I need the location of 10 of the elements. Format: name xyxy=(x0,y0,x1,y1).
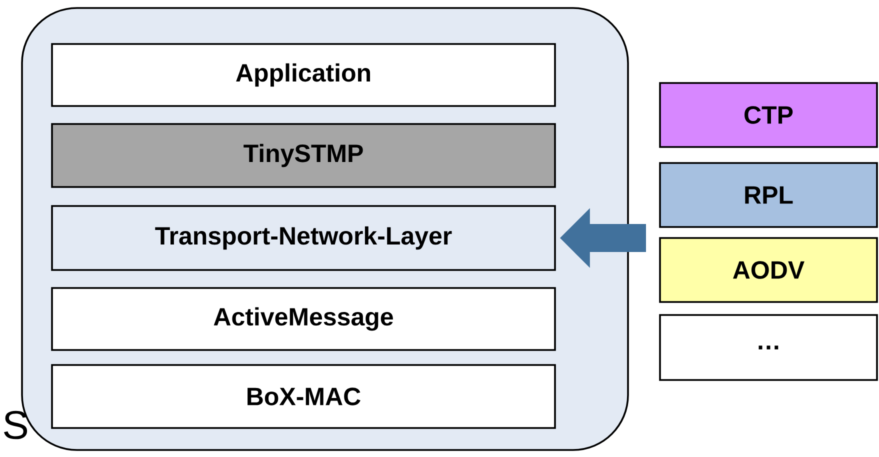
layer-box: … xyxy=(659,314,878,381)
layer-box: TinySTMP xyxy=(51,123,556,188)
layer-box: BoX-MAC xyxy=(51,364,556,429)
layer-box: Application xyxy=(51,43,556,107)
layer-box: CTP xyxy=(659,82,878,148)
layer-box: ActiveMessage xyxy=(51,287,556,351)
side-text: S xyxy=(4,410,28,440)
layer-box: Transport-Network-Layer xyxy=(51,205,556,271)
layer-box: RPL xyxy=(659,162,878,228)
layer-box: AODV xyxy=(659,237,878,303)
